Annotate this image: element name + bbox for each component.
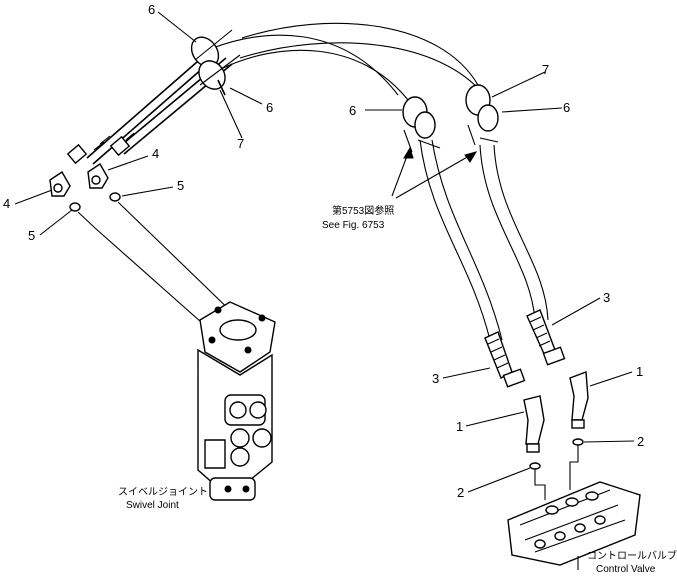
captions: 第5753図参照 See Fig. 6753 スイベルジョイント Swivel …	[118, 204, 677, 575]
control-valve-caption-jp: コントロールバルブ	[587, 549, 677, 562]
hose-lines	[212, 22, 549, 341]
adapter-left	[523, 395, 545, 453]
hose-clamp-valve-left	[402, 96, 441, 153]
see-fig-caption-en: See Fig. 6753	[322, 220, 385, 231]
adapter-right	[569, 371, 589, 429]
callout-1-right: 1	[636, 364, 643, 379]
hose-end-left	[484, 331, 526, 388]
swivel-joint-caption-jp: スイベルジョイント	[118, 486, 208, 498]
see-fig-caption-jp: 第5753図参照	[332, 204, 394, 217]
hose-fittings	[66, 135, 131, 165]
callout-3-right: 3	[603, 290, 610, 305]
callout-leaders	[14, 11, 635, 493]
callout-6-valve-left: 6	[349, 103, 356, 118]
control-valve-caption-en: Control Valve	[596, 564, 656, 575]
callout-4-right: 4	[152, 146, 159, 161]
o-rings-valve	[529, 438, 584, 500]
callout-1-left: 1	[456, 419, 463, 434]
control-valve	[507, 481, 641, 570]
hose-end-right	[526, 309, 566, 366]
callout-2-right: 2	[637, 434, 644, 449]
callout-2-left: 2	[457, 485, 464, 500]
hose-clamp-valve-right	[465, 84, 499, 146]
callout-7-valve: 7	[542, 62, 549, 77]
o-rings-upper	[69, 192, 121, 212]
see-fig-arrows	[391, 146, 478, 199]
assembly-leaders	[77, 201, 241, 331]
swivel-joint-caption-en: Swivel Joint	[126, 500, 179, 511]
hose-clamp-top	[190, 29, 241, 96]
callout-6-top: 6	[148, 2, 155, 17]
callout-4-left: 4	[3, 196, 10, 211]
elbow-fitting-left	[49, 171, 71, 197]
callout-7-left: 7	[237, 136, 244, 151]
elbow-fitting-right	[87, 163, 109, 189]
callout-6-mid: 6	[266, 100, 273, 115]
callout-3-left: 3	[432, 371, 439, 386]
callout-5-left: 5	[28, 228, 35, 243]
callout-6-valve-right: 6	[563, 100, 570, 115]
swivel-joint	[197, 301, 276, 501]
callout-numbers: 6 6 7 6 7 6 4 4 5 5 3 3 1 1 2 2	[3, 2, 644, 500]
callout-5-right: 5	[177, 178, 184, 193]
